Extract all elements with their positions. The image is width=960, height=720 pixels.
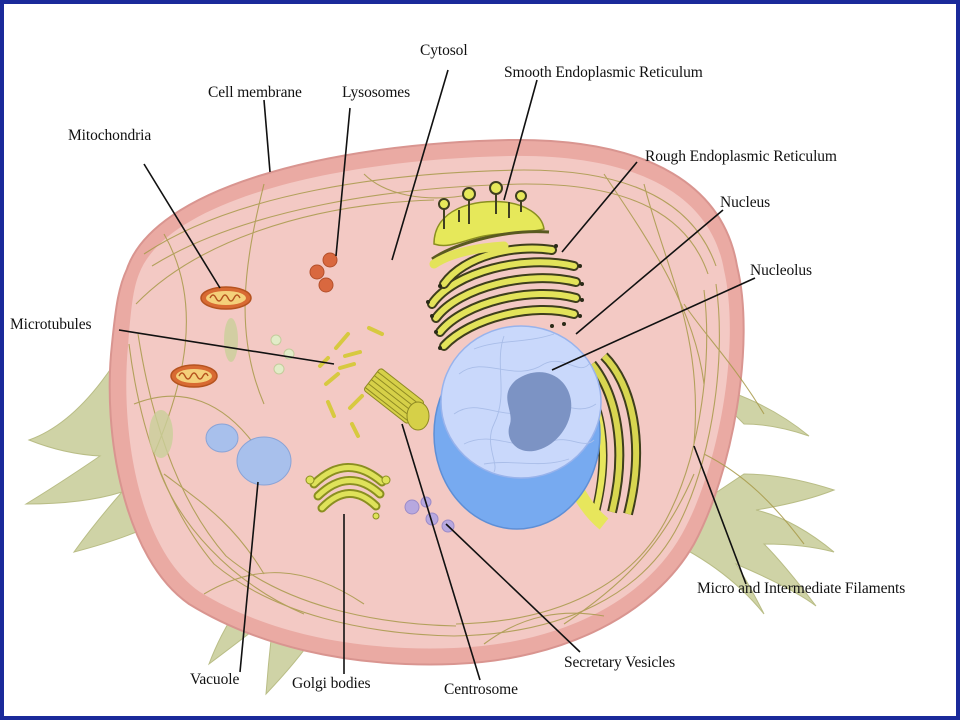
label-cytosol: Cytosol (420, 42, 468, 59)
label-secretary-vesicles: Secretary Vesicles (564, 654, 676, 671)
rough-er-shape (426, 241, 584, 351)
label-golgi-bodies: Golgi bodies (292, 675, 371, 692)
slide: Cytosol Smooth Endoplasmic Reticulum Cel… (4, 4, 956, 716)
label-cell-membrane: Cell membrane (208, 84, 302, 101)
leader-lines (118, 69, 756, 681)
cytoplasm (126, 155, 730, 649)
label-microtubules: Microtubules (10, 316, 92, 333)
centrosome-shape (364, 368, 430, 431)
vacuole-shapes (205, 423, 292, 486)
label-nucleolus: Nucleolus (750, 262, 812, 279)
filament-network (128, 169, 805, 645)
nucleolus-shape (507, 372, 572, 452)
label-lysosomes: Lysosomes (342, 84, 410, 101)
nucleus-shape (433, 325, 602, 530)
lysosome-shapes (309, 252, 338, 293)
label-nucleus: Nucleus (720, 194, 771, 211)
mitochondria-shapes (149, 286, 252, 458)
smooth-er-shape (431, 181, 550, 261)
label-micro-intermediate-filaments: Micro and Intermediate Filaments (697, 580, 906, 597)
cell-diagram (24, 69, 836, 696)
label-centrosome: Centrosome (444, 681, 518, 698)
perinuclear-er (567, 352, 642, 530)
label-mitochondria: Mitochondria (68, 127, 152, 144)
label-vacuole: Vacuole (190, 671, 240, 688)
label-rough-er: Rough Endoplasmic Reticulum (645, 148, 837, 165)
label-smooth-er: Smooth Endoplasmic Reticulum (504, 64, 703, 81)
golgi-shapes (305, 463, 391, 520)
